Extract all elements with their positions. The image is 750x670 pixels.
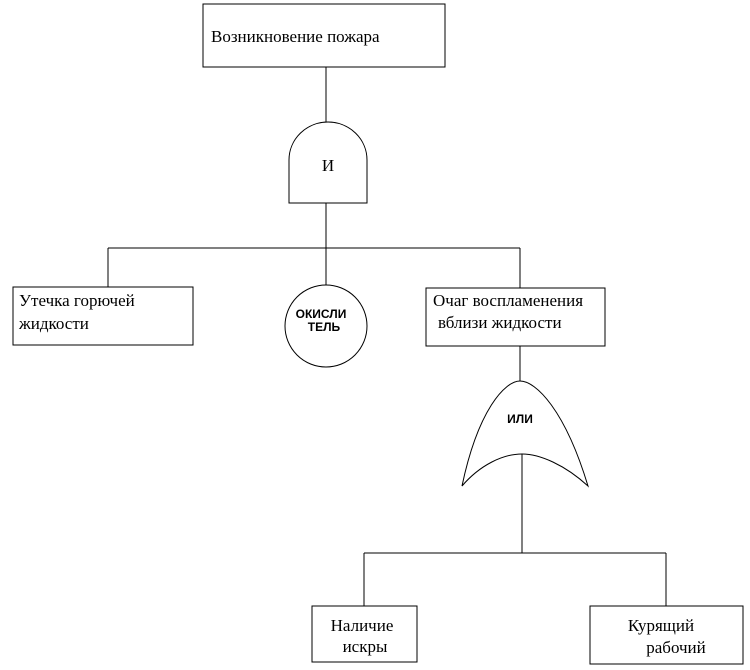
oxidizer-label-line2: ТЕЛЬ — [308, 320, 341, 334]
spark-event-line2: искры — [343, 637, 388, 656]
oxidizer-circle-shape — [284, 284, 368, 368]
and-gate-shape — [288, 121, 368, 204]
spark-event-frame — [311, 605, 418, 663]
leak-event-line1: Утечка горючей — [19, 291, 135, 310]
oxidizer-label-line1: ОКИСЛИ — [296, 307, 347, 321]
ignition-source-event-box: Очаг воспламенения вблизи жидкости — [425, 287, 606, 347]
ignition-source-line1: Очаг воспламенения — [433, 291, 583, 310]
and-gate: И — [288, 121, 368, 204]
connector-lines — [107, 67, 667, 606]
ignition-source-frame — [425, 287, 606, 347]
or-gate-label: ИЛИ — [507, 412, 533, 426]
smoker-event-line2: рабочий — [646, 638, 706, 657]
top-event-frame — [202, 3, 446, 68]
spark-event-line1: Наличие — [331, 616, 394, 635]
leak-event-line2: жидкости — [18, 314, 89, 333]
or-gate: ИЛИ — [461, 380, 590, 488]
spark-event-box: Наличие искры — [311, 605, 418, 663]
and-gate-label: И — [322, 156, 334, 175]
leak-event-frame — [12, 286, 194, 346]
or-gate-shape — [461, 380, 590, 488]
leak-event-box: Утечка горючей жидкости — [12, 286, 194, 346]
oxidizer-event-circle: ОКИСЛИ ТЕЛЬ — [284, 284, 368, 368]
smoker-event-box: Курящий рабочий — [589, 605, 744, 665]
top-event-label: Возникновение пожара — [211, 27, 380, 46]
smoker-event-frame — [589, 605, 744, 665]
top-event-box: Возникновение пожара — [202, 3, 446, 68]
smoker-event-line1: Курящий — [628, 616, 694, 635]
ignition-source-line2: вблизи жидкости — [438, 313, 562, 332]
